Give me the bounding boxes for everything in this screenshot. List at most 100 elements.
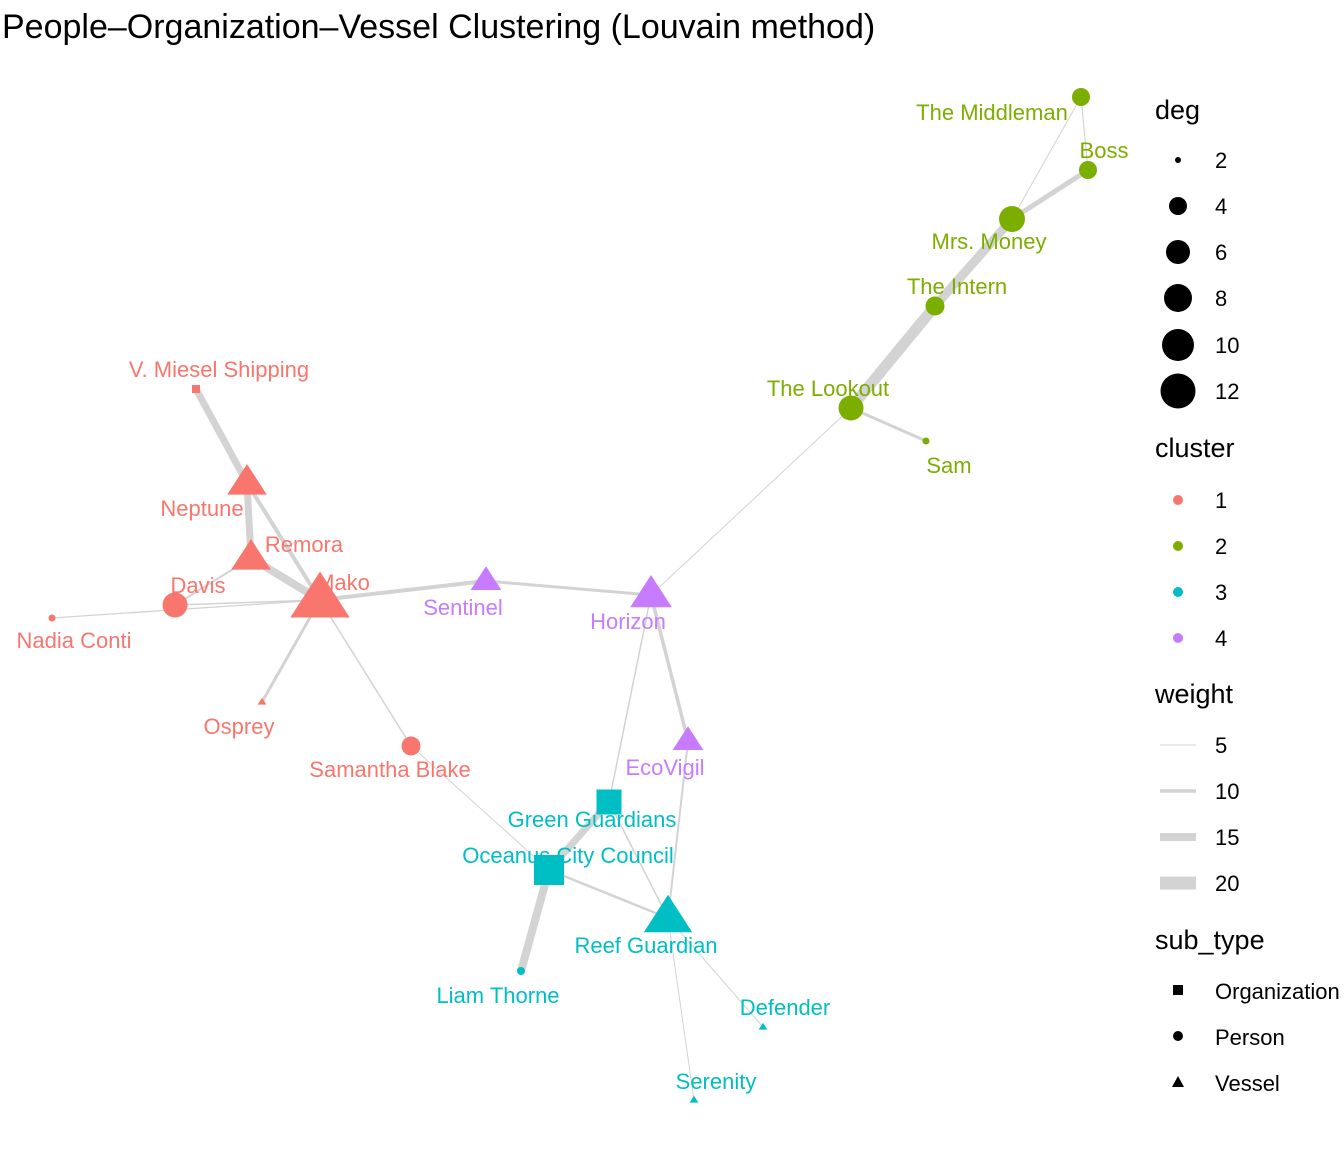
node-the-intern-circle-icon[interactable] [925, 296, 945, 316]
node-label-green-guardians: Green Guardians [508, 807, 677, 832]
node-label-sam: Sam [926, 453, 971, 478]
edge-oceanus-city-council-liam-thorne [517, 868, 553, 973]
legend-sub-type-title: sub_type [1155, 925, 1265, 955]
edge-horizon-green-guardians [608, 594, 652, 803]
node-the-middleman-circle-icon[interactable] [1072, 88, 1090, 106]
legend-deg-label: 10 [1215, 333, 1239, 358]
edge-the-intern-the-lookout [846, 302, 940, 412]
node-label-boss: Boss [1080, 138, 1129, 163]
node-mrs-money-circle-icon[interactable] [999, 206, 1025, 232]
legend-deg-label: 4 [1215, 194, 1227, 219]
legend: deg 2 4 6 8 10 12 cluster 1 2 3 4 weig [1154, 95, 1340, 1096]
node-neptune-triangle-icon[interactable] [227, 464, 267, 495]
edge-oceanus-city-council-reef-guardian [548, 868, 669, 920]
node-nadia-conti-circle-icon[interactable] [48, 614, 56, 622]
legend-deg-title: deg [1155, 95, 1200, 125]
edge-v-miesel-neptune [192, 387, 251, 485]
edge-the-lookout-sam [850, 406, 927, 443]
node-liam-thorne-circle-icon[interactable] [517, 967, 525, 975]
legend-weight-label: 5 [1215, 733, 1227, 758]
legend-cluster-label: 4 [1215, 626, 1227, 651]
node-sam-circle-icon[interactable] [922, 437, 930, 445]
node-samantha-blake-circle-icon[interactable] [401, 736, 421, 756]
node-v-miesel-square-icon[interactable] [192, 385, 200, 393]
legend-deg-label: 12 [1215, 379, 1239, 404]
node-label-davis: Davis [170, 573, 225, 598]
legend-cluster-label: 1 [1215, 488, 1227, 513]
legend-deg: deg 2 4 6 8 10 12 [1155, 95, 1239, 409]
edge-davis-mako [174, 599, 321, 606]
edge-the-middleman-boss [1080, 96, 1089, 171]
edge-reef-guardian-serenity [667, 917, 695, 1101]
node-green-guardians-square-icon[interactable] [596, 789, 622, 815]
edge-horizon-ecovigil [649, 594, 690, 742]
node-label-sentinel: Sentinel [423, 595, 503, 620]
node-mako-triangle-icon[interactable] [290, 571, 350, 618]
node-label-remora: Remora [265, 532, 344, 557]
edge-mako-sentinel [319, 579, 487, 602]
edge-sentinel-horizon [485, 579, 652, 597]
legend-deg-key [1162, 329, 1194, 361]
node-label-the-intern: The Intern [907, 274, 1007, 299]
node-label-horizon: Horizon [590, 609, 666, 634]
legend-deg-key [1166, 240, 1190, 264]
legend-cluster-label: 3 [1215, 580, 1227, 605]
legend-cluster-label: 2 [1215, 534, 1227, 559]
legend-cluster-key [1173, 495, 1183, 505]
node-label-mrs-money: Mrs. Money [932, 229, 1047, 254]
node-horizon-triangle-icon[interactable] [630, 574, 672, 608]
legend-sub-type-label: Person [1215, 1025, 1285, 1050]
node-oceanus-city-council-square-icon[interactable] [534, 855, 564, 885]
legend-deg-key [1175, 157, 1181, 163]
node-reef-guardian-triangle-icon[interactable] [643, 894, 693, 933]
legend-weight-title: weight [1154, 679, 1234, 709]
edge-mrs-money-the-intern [931, 216, 1016, 309]
edge-reef-guardian-defender [667, 917, 764, 1028]
plot-title: People–Organization–Vessel Clustering (L… [2, 8, 876, 46]
node-ecovigil-triangle-icon[interactable] [672, 726, 704, 751]
legend-deg-label: 8 [1215, 286, 1227, 311]
legend-weight: weight 5 10 15 20 [1154, 679, 1239, 896]
edge-the-lookout-horizon [650, 407, 852, 596]
legend-cluster-key [1173, 541, 1183, 551]
legend-organization-square-icon [1173, 985, 1183, 995]
node-label-osprey: Osprey [204, 714, 275, 739]
legend-weight-label: 15 [1215, 825, 1239, 850]
edge-boss-mrs-money [1010, 167, 1090, 222]
nodes-layer [48, 88, 1097, 1103]
edge-green-guardians-reef-guardian [608, 801, 669, 919]
node-sentinel-triangle-icon[interactable] [470, 566, 502, 591]
legend-deg-key [1160, 373, 1196, 409]
node-label-liam-thorne: Liam Thorne [436, 983, 559, 1008]
legend-person-circle-icon [1173, 1031, 1183, 1041]
node-remora-triangle-icon[interactable] [231, 539, 271, 570]
node-boss-circle-icon[interactable] [1079, 161, 1097, 179]
node-label-serenity: Serenity [676, 1069, 757, 1094]
legend-cluster-title: cluster [1155, 433, 1235, 463]
node-label-neptune: Neptune [160, 496, 243, 521]
node-serenity-triangle-icon[interactable] [689, 1095, 699, 1103]
node-defender-triangle-icon[interactable] [758, 1022, 768, 1030]
edge-neptune-mako [245, 481, 322, 602]
node-label-ecovigil: EcoVigil [625, 755, 704, 780]
node-osprey-triangle-icon[interactable] [257, 697, 267, 705]
node-the-lookout-circle-icon[interactable] [838, 395, 864, 421]
node-label-samantha-blake: Samantha Blake [309, 757, 470, 782]
node-label-defender: Defender [740, 995, 831, 1020]
node-label-mako: Mako [316, 570, 370, 595]
node-label-the-lookout: The Lookout [767, 376, 889, 401]
legend-deg-label: 6 [1215, 240, 1227, 265]
node-label-reef-guardian: Reef Guardian [574, 933, 717, 958]
edge-mako-samantha-blake [319, 599, 412, 747]
node-label-oceanus-city-council: Oceanus City Council [462, 843, 674, 868]
edge-samantha-blake-oceanus-city-council [410, 745, 550, 871]
legend-cluster-key [1173, 633, 1183, 643]
legend-deg-label: 2 [1215, 148, 1227, 173]
legend-sub-type: sub_type Organization Person Vessel [1155, 925, 1340, 1096]
legend-deg-key [1164, 284, 1192, 312]
node-davis-circle-icon[interactable] [162, 592, 188, 618]
legend-sub-type-label: Organization [1215, 979, 1340, 1004]
legend-sub-type-label: Vessel [1215, 1071, 1280, 1096]
